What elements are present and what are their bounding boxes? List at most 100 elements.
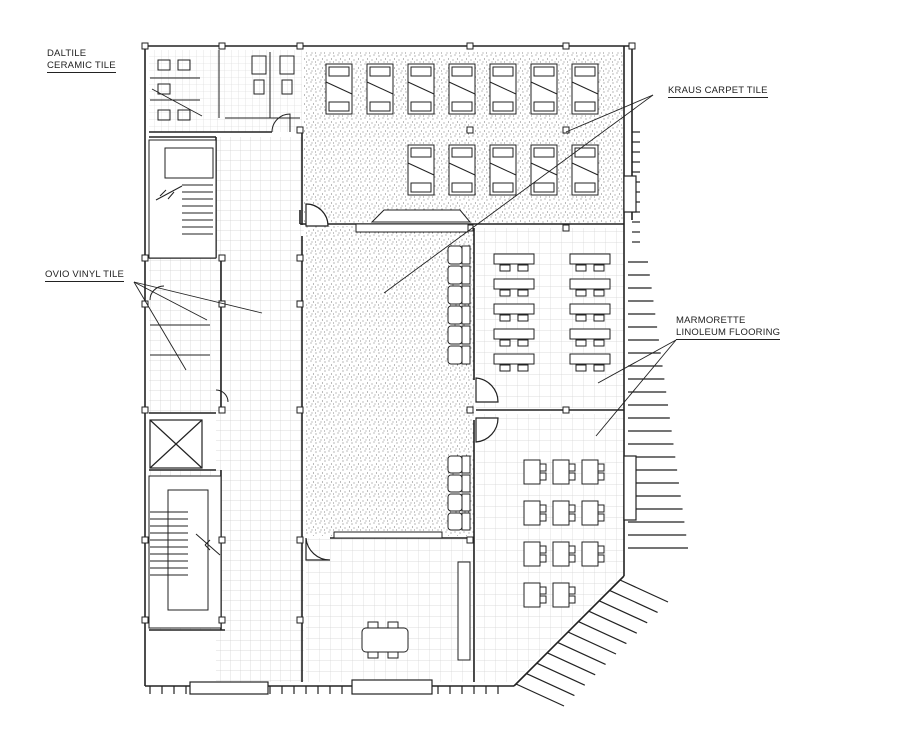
lounge-seat	[447, 345, 463, 365]
column	[562, 126, 570, 134]
bed	[489, 144, 517, 196]
chair	[575, 314, 587, 322]
west-room-doors	[149, 285, 229, 403]
dining-chair	[568, 513, 576, 522]
structural-columns	[141, 42, 636, 624]
dining-table	[523, 500, 541, 526]
lounge-seat-back	[461, 474, 471, 493]
column	[296, 300, 304, 308]
dining-table	[552, 500, 570, 526]
lounge-seat	[447, 305, 463, 325]
dining-chair	[539, 586, 547, 595]
column	[218, 536, 226, 544]
dining-chair	[597, 554, 605, 563]
chair	[499, 339, 511, 347]
column	[466, 406, 474, 414]
chair	[499, 314, 511, 322]
leader-lines	[133, 88, 677, 437]
dining-chair	[539, 463, 547, 472]
carpet-central	[306, 226, 474, 536]
column	[562, 406, 570, 414]
column	[562, 42, 570, 50]
lounge-seat-back	[461, 325, 471, 345]
bed	[366, 63, 394, 115]
column	[218, 406, 226, 414]
dormitory-beds	[325, 63, 599, 196]
facade-fins	[515, 131, 688, 707]
lounge-seat	[447, 285, 463, 305]
dining-chair	[568, 554, 576, 563]
lower-room-fixtures	[361, 561, 471, 661]
desk	[493, 353, 535, 365]
column	[466, 536, 474, 544]
stair-core-north	[148, 139, 217, 259]
fin-panel	[623, 175, 637, 213]
dining-chair	[597, 513, 605, 522]
fin	[609, 589, 658, 613]
fin	[578, 621, 627, 645]
dining-table	[523, 582, 541, 608]
dining-chair	[568, 595, 576, 604]
column	[218, 616, 226, 624]
dining-table	[552, 582, 570, 608]
lounge-seating	[333, 209, 472, 539]
chair	[517, 339, 529, 347]
dining-chair	[568, 504, 576, 513]
desk	[493, 328, 535, 340]
lounge-seat	[447, 474, 463, 493]
fin	[588, 610, 638, 634]
column	[466, 126, 474, 134]
fin	[536, 662, 586, 686]
desk	[493, 253, 535, 265]
dining-chair	[597, 545, 605, 554]
elevator-shaft	[149, 419, 203, 469]
bed	[325, 63, 353, 115]
door-swings	[305, 203, 499, 561]
dining-table	[552, 541, 570, 567]
fin	[515, 683, 565, 707]
washroom-partitions	[150, 50, 300, 133]
daltile-label-line2: CERAMIC TILE	[47, 60, 116, 73]
chair	[517, 364, 529, 372]
column	[141, 616, 149, 624]
chair	[499, 264, 511, 272]
lounge-seat-back	[461, 512, 471, 531]
fin-panel	[623, 455, 637, 521]
vinyl-west-rooms	[149, 258, 221, 413]
linoleum-room-lower	[306, 538, 474, 682]
lounge-seat-back	[461, 345, 471, 365]
dining-chair	[568, 586, 576, 595]
lounge-seat-back	[461, 455, 471, 474]
kraus-carpet-label: KRAUS CARPET TILE	[668, 85, 768, 98]
dining-chair	[539, 513, 547, 522]
column	[141, 42, 149, 50]
fin	[619, 579, 669, 603]
ovio-vinyl-label: OVIO VINYL TILE	[45, 269, 125, 282]
ceramic-tile-washrooms	[149, 50, 302, 132]
column	[296, 126, 304, 134]
column	[141, 406, 149, 414]
chair	[499, 289, 511, 297]
lounge-seat	[447, 455, 463, 474]
dining-table	[581, 500, 599, 526]
bed	[571, 63, 599, 115]
chair	[517, 264, 529, 272]
marmorette-label-line1: MARMORETTE	[676, 315, 746, 326]
chair	[517, 314, 529, 322]
column	[296, 42, 304, 50]
column	[141, 254, 149, 262]
marmorette-label-line2: LINOLEUM FLOORING	[676, 327, 781, 340]
fin	[567, 631, 617, 655]
chair	[575, 289, 587, 297]
column	[218, 254, 226, 262]
chair	[593, 314, 605, 322]
lounge-seat	[447, 325, 463, 345]
desk	[569, 328, 611, 340]
lounge-seat	[447, 493, 463, 512]
bed	[448, 63, 476, 115]
lounge-seat-back	[461, 285, 471, 305]
dining-table	[552, 459, 570, 485]
column	[141, 536, 149, 544]
marmorette-label: MARMORETTE LINOLEUM FLOORING	[676, 315, 781, 340]
